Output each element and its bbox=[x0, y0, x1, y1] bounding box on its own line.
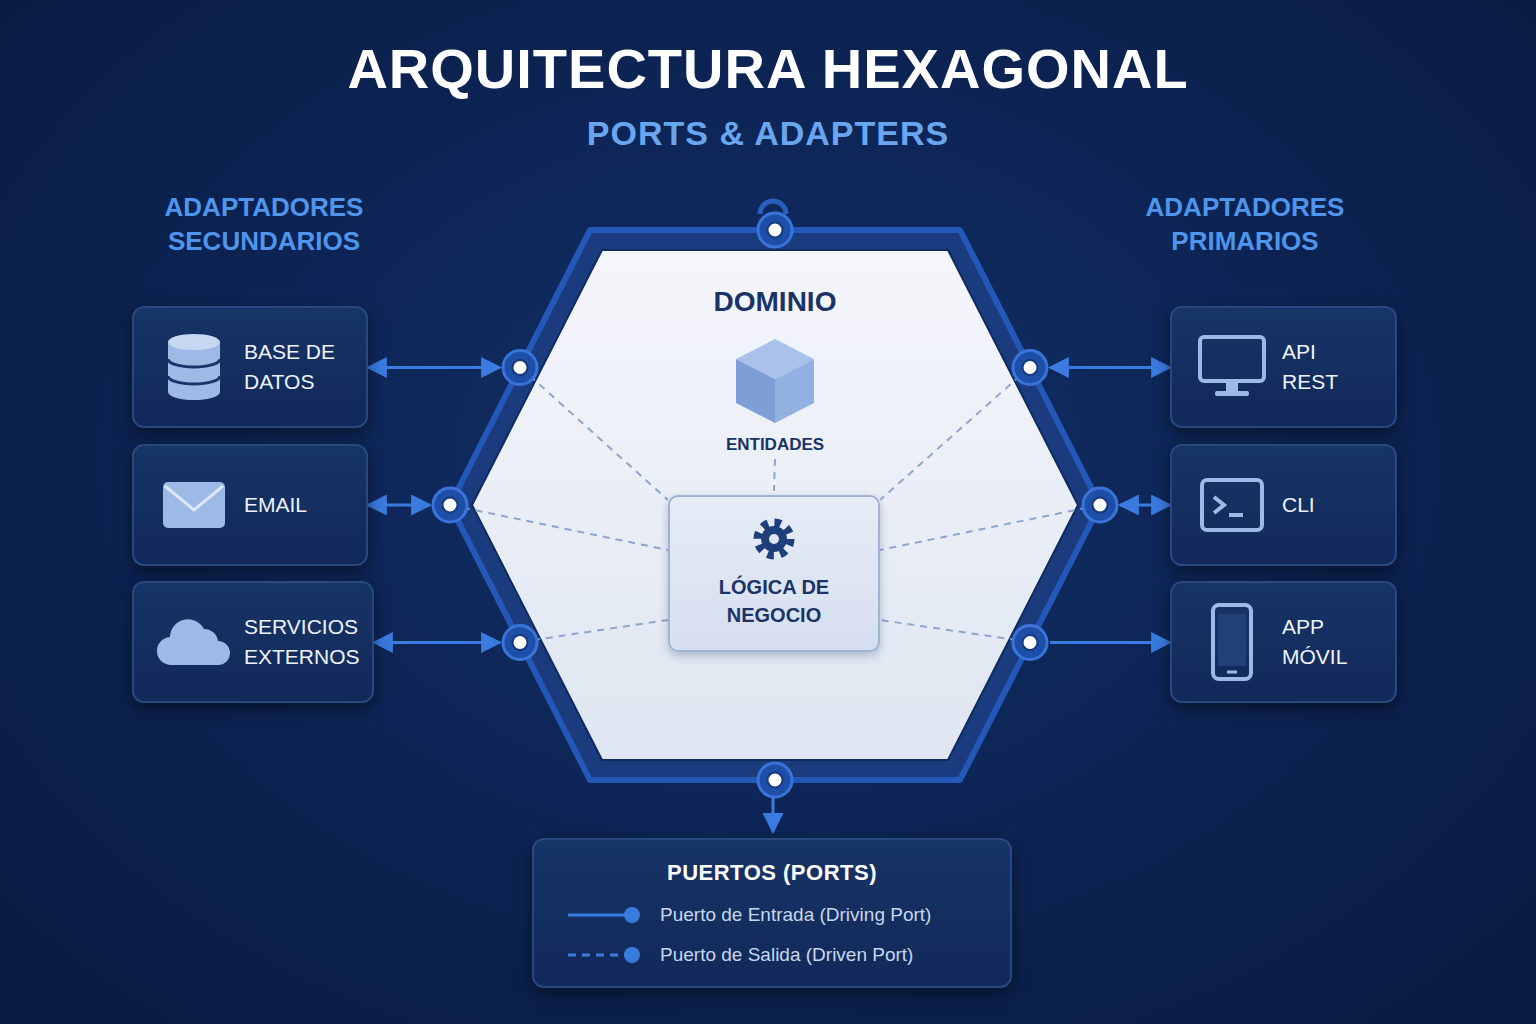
port-arrow bbox=[368, 504, 430, 507]
group-heading: ADAPTADORES SECUNDARIOS bbox=[133, 190, 395, 258]
adapter-label: EMAIL bbox=[244, 490, 354, 520]
legend-text: Puerto de Entrada (Driving Port) bbox=[660, 904, 931, 926]
adapter-box: EMAIL bbox=[132, 444, 368, 566]
port-arrow bbox=[1120, 504, 1170, 507]
legend-sample bbox=[566, 905, 646, 925]
cube-icon bbox=[730, 335, 820, 427]
adapter-icon bbox=[152, 583, 236, 701]
adapter-box: CLI bbox=[1170, 444, 1397, 566]
adapter-icon bbox=[1190, 308, 1274, 426]
adapter-label: APP MÓVIL bbox=[1282, 612, 1372, 672]
adapter-label: BASE DE DATOS bbox=[244, 337, 354, 397]
adapter-icon bbox=[152, 308, 236, 426]
entity-group: ENTIDADES bbox=[675, 335, 875, 455]
adapter-box: API REST bbox=[1170, 306, 1397, 428]
legend-text: Puerto de Salida (Driven Port) bbox=[660, 944, 913, 966]
gear-icon bbox=[750, 515, 798, 563]
adapter-icon bbox=[152, 446, 236, 564]
entity-label: ENTIDADES bbox=[726, 435, 824, 455]
adapter-box: BASE DE DATOS bbox=[132, 306, 368, 428]
diagram-title: ARQUITECTURA HEXAGONAL bbox=[0, 36, 1536, 101]
port-arrow bbox=[1050, 366, 1170, 369]
group-heading: PORTS & ADAPTERS bbox=[0, 114, 1536, 153]
adapter-box: SERVICIOS EXTERNOS bbox=[132, 581, 374, 703]
adapter-label: SERVICIOS EXTERNOS bbox=[244, 612, 360, 672]
hexagon-domain: DOMINIO ENTIDADES LÓGICA DE NEGOCIO bbox=[440, 220, 1110, 790]
dashed-link bbox=[774, 459, 775, 491]
port-arrow bbox=[368, 366, 500, 369]
legend-sample bbox=[566, 945, 646, 965]
port-leader bbox=[772, 798, 775, 832]
adapter-icon bbox=[1190, 583, 1274, 701]
port-arrow bbox=[374, 641, 500, 644]
domain-heading: DOMINIO bbox=[440, 286, 1110, 318]
logic-label: LÓGICA DE NEGOCIO bbox=[699, 573, 849, 629]
group-heading: ADAPTADORES PRIMARIOS bbox=[1105, 190, 1385, 258]
adapter-label: API REST bbox=[1282, 337, 1352, 397]
adapter-label: CLI bbox=[1282, 490, 1372, 520]
port-arrow bbox=[1050, 641, 1170, 644]
adapter-icon bbox=[1190, 446, 1274, 564]
adapter-box: APP MÓVIL bbox=[1170, 581, 1397, 703]
legend-panel: PUERTOS (PORTS) Puerto de Entrada (Drivin… bbox=[532, 838, 1012, 988]
legend-row: Puerto de Entrada (Driving Port) bbox=[566, 900, 931, 930]
legend-heading: PUERTOS (PORTS) bbox=[534, 860, 1010, 886]
logic-box: LÓGICA DE NEGOCIO bbox=[668, 495, 880, 652]
legend-row: Puerto de Salida (Driven Port) bbox=[566, 940, 913, 970]
